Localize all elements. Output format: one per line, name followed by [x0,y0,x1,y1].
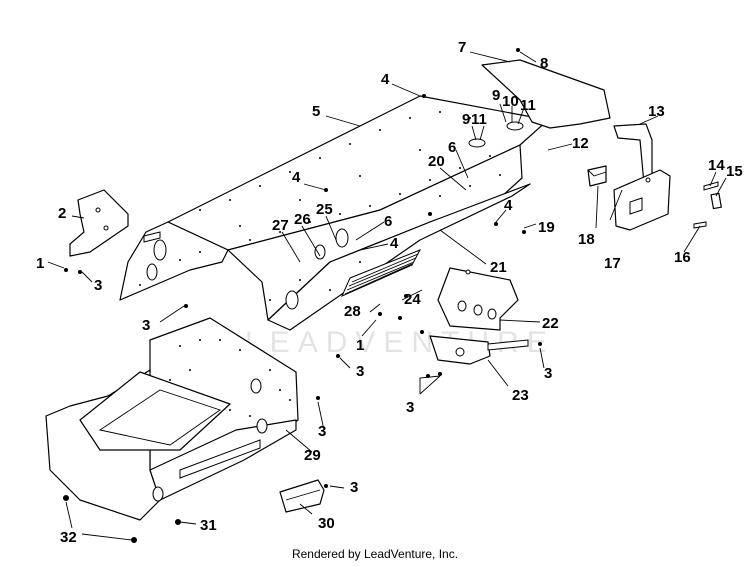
tunnel-assembly [119,59,611,331]
pin-16 [693,221,707,229]
callout-17: 17 [604,255,621,272]
handle-13 [613,123,653,185]
bracket-30 [279,479,325,513]
callout-28: 28 [344,303,361,320]
bracket-2 [69,189,129,257]
callout-15: 15 [726,163,743,180]
callout-4: 4 [390,235,399,252]
callout-8: 8 [540,55,548,72]
callout-10: 10 [502,93,519,110]
callout-4: 4 [504,197,513,214]
base-frame-29 [45,317,299,521]
callout-6: 6 [448,139,456,156]
footer-credit: Rendered by LeadVenture, Inc. [291,547,459,561]
watermark: LEADVENTURE [245,326,555,359]
callout-29: 29 [304,447,321,464]
callout-19: 19 [538,219,555,236]
callout-26: 26 [294,211,311,228]
callout-1: 1 [36,255,44,272]
callout-4: 4 [381,71,390,88]
callout-1: 1 [356,337,364,354]
bolt-14 [703,181,719,191]
leader-lines [47,51,727,541]
plate-17 [613,169,671,231]
callout-12: 12 [572,135,589,152]
callout-2: 2 [58,205,66,222]
callout-30: 30 [318,515,335,532]
callout-3: 3 [544,365,552,382]
block-18 [587,165,607,187]
callout-7: 7 [458,39,466,56]
callout-24: 24 [404,291,421,308]
callout-9: 9 [492,87,500,104]
callout-18: 18 [578,231,595,248]
callout-14: 14 [708,157,725,174]
callouts: 7 8 4 9 10 11 5 13 9 11 12 6 20 14 15 4 … [36,39,743,546]
callout-21: 21 [490,259,507,276]
callout-9: 9 [462,111,470,128]
callout-11: 11 [520,97,536,114]
callout-22: 22 [542,315,559,332]
callout-31: 31 [200,517,217,534]
callout-3: 3 [142,317,150,334]
fasteners [63,48,542,543]
callout-16: 16 [674,249,691,266]
callout-11: 11 [471,111,487,128]
callout-23: 23 [512,387,529,404]
callout-13: 13 [648,103,665,120]
callout-3: 3 [318,423,326,440]
callout-6: 6 [384,213,392,230]
cap-15 [710,192,722,210]
callout-3: 3 [350,479,358,496]
callout-25: 25 [316,201,333,218]
bracket-22 [437,267,519,331]
bracket-23 [429,335,529,365]
callout-32: 32 [60,529,77,546]
callout-3: 3 [406,399,414,416]
callout-5: 5 [312,103,320,120]
callout-3: 3 [356,363,364,380]
callout-4: 4 [292,169,301,186]
callout-3: 3 [94,277,102,294]
callout-20: 20 [428,153,445,170]
callout-27: 27 [272,217,289,234]
